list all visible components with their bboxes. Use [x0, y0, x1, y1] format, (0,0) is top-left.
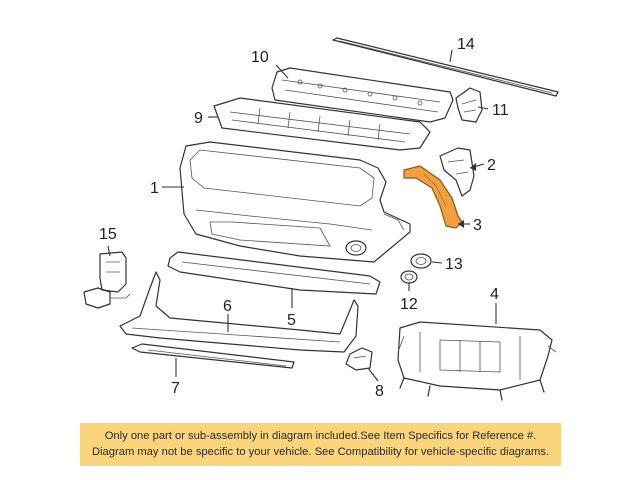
part-3-highlighted-bracket: [403, 165, 463, 229]
callout-10: 10: [251, 49, 269, 66]
callout-numbers: 1 10 14 11 9 2 3 13 12 4 5 6 15 7 8: [99, 36, 509, 400]
callout-14: 14: [457, 36, 475, 53]
callout-5: 5: [287, 312, 296, 329]
notice-line-1: Only one part or sub-assembly in diagram…: [104, 430, 537, 442]
leader-lines: [107, 49, 497, 382]
part-7-lower-strip: [131, 343, 295, 369]
disclaimer-notice: Only one part or sub-assembly in diagram…: [80, 423, 561, 466]
callout-7: 7: [171, 380, 180, 397]
part-13-grommet: [410, 253, 432, 269]
leader-arrowheads: [458, 163, 476, 228]
callout-3: 3: [473, 217, 482, 234]
callout-11: 11: [492, 102, 509, 119]
part-11-bracket: [455, 87, 483, 123]
callout-2: 2: [487, 157, 496, 174]
part-12-grommet: [400, 270, 418, 284]
part-1-bumper-fascia: [179, 141, 411, 263]
part-2-side-bracket: [439, 147, 475, 197]
part-10-upper-panel: [271, 67, 454, 123]
part-15-sensor-bracket: [83, 251, 131, 309]
part-14-trim-strip: [332, 37, 559, 97]
callout-8: 8: [375, 383, 384, 400]
part-4-radiator-support: [397, 321, 557, 401]
callout-9: 9: [194, 110, 203, 127]
callout-12: 12: [400, 296, 418, 313]
callout-4: 4: [490, 286, 499, 303]
callout-15: 15: [99, 226, 117, 243]
part-9-grille-insert: [213, 97, 431, 151]
notice-line-2: Diagram may not be specific to your vehi…: [91, 446, 549, 458]
part-5-lower-valance: [167, 251, 381, 295]
callout-13: 13: [445, 256, 463, 273]
callout-1: 1: [150, 180, 159, 197]
part-6-air-dam: [119, 271, 359, 353]
part-8-corner-bracket: [345, 347, 373, 371]
callout-6: 6: [223, 298, 232, 315]
